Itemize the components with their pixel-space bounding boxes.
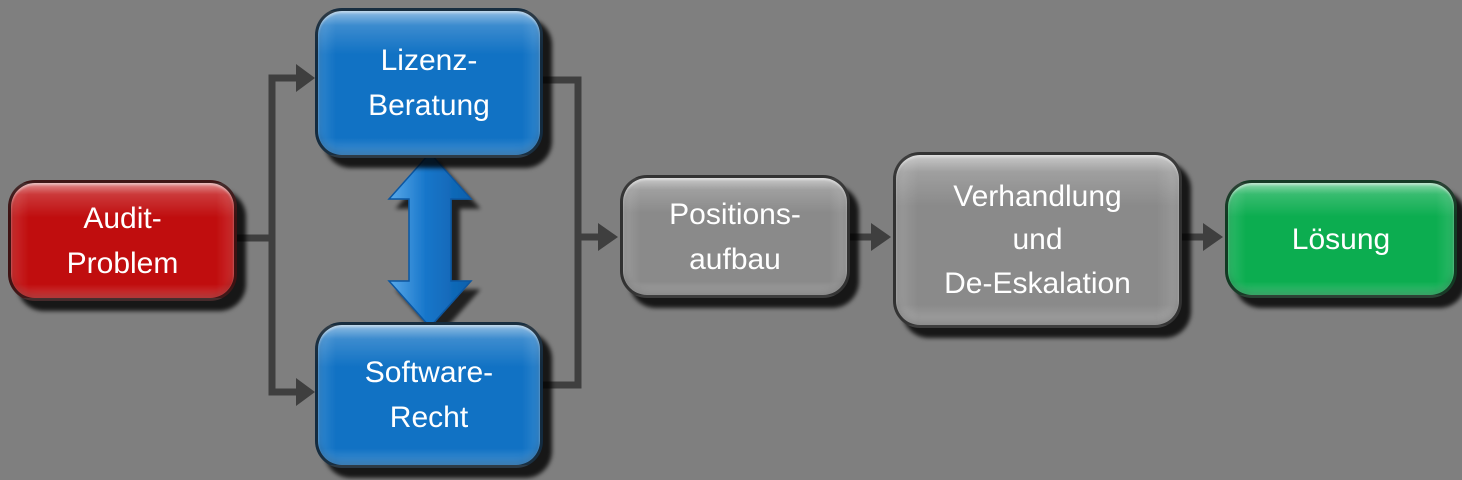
node-label: Lizenz- Beratung [368, 44, 490, 122]
node-label: Lösung [1291, 222, 1391, 256]
node-positionsaufbau: Positions- aufbau [620, 175, 850, 298]
node-audit-problem: Audit- Problem [8, 180, 237, 301]
node-loesung: Lösung [1225, 180, 1457, 298]
node-label: Audit- Problem [66, 201, 179, 280]
arrowhead-to-verhandlung-icon [871, 223, 891, 251]
node-verhandlung-de-eskalation: Verhandlung und De-Eskalation [893, 152, 1182, 328]
node-software-recht: Software- Recht [315, 322, 543, 468]
arrowhead-to-software-icon [296, 378, 315, 406]
double-arrow-icon [387, 151, 473, 329]
node-lizenz-beratung: Lizenz- Beratung [315, 8, 543, 158]
node-label: Software- Recht [364, 356, 494, 434]
edge-audit-branch [268, 74, 300, 396]
edge-blue-merge [539, 76, 582, 389]
arrowhead-to-positionsaufbau-icon [598, 223, 618, 251]
node-label: Verhandlung und De-Eskalation [944, 179, 1131, 300]
arrowhead-to-lizenz-icon [296, 64, 315, 92]
node-label: Positions- aufbau [669, 197, 801, 276]
arrowhead-to-loesung-icon [1203, 223, 1223, 251]
